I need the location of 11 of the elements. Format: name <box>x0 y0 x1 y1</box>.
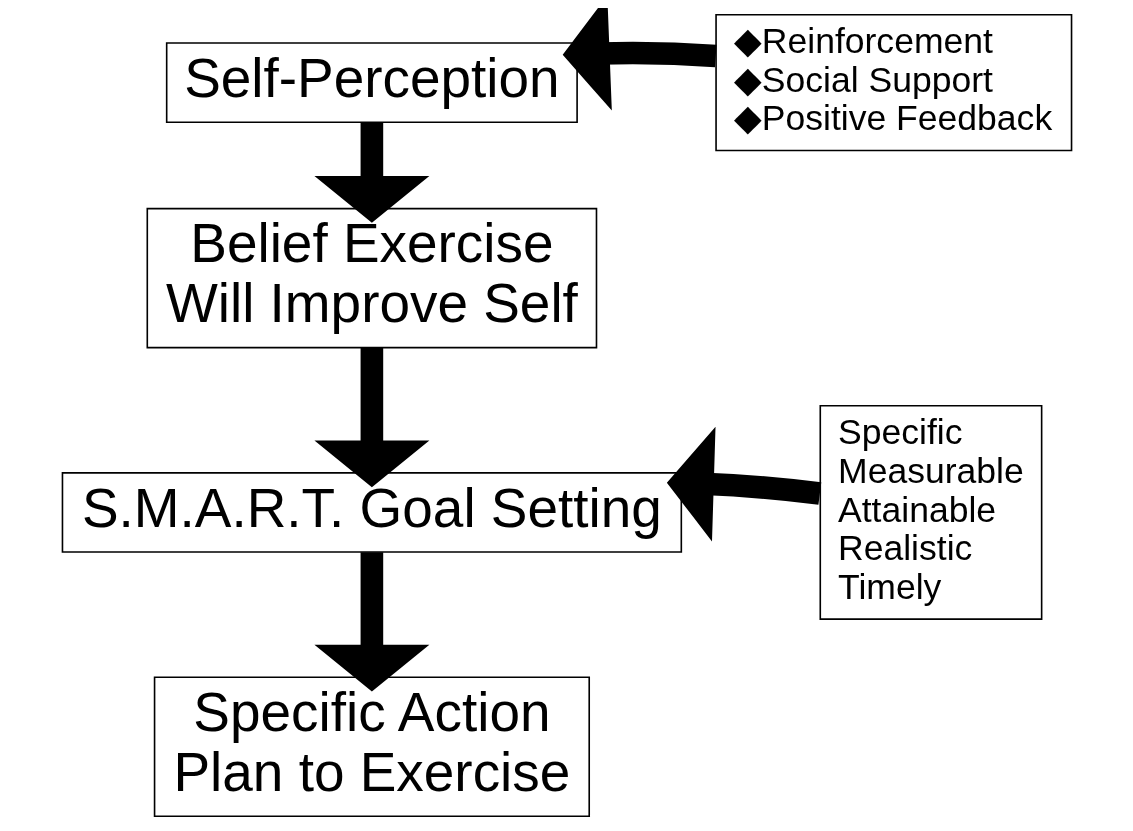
node-box: Self-Perception <box>165 42 578 124</box>
arrow <box>313 122 429 223</box>
arrow <box>562 8 717 111</box>
node-box: Specific Action Plan to Exercise <box>153 676 590 818</box>
arrow <box>313 552 429 692</box>
arrow <box>313 347 429 488</box>
node-box: Specific Measurable Attainable Realistic Timely <box>818 405 1042 620</box>
node-box: S.M.A.R.T. Goal Setting <box>61 472 682 553</box>
node-box: Belief Exercise Will Improve Self <box>146 207 597 349</box>
arrow <box>666 426 821 542</box>
node-box: ◆Reinforcement ◆Social Support ◆Positive Feedback <box>714 13 1072 152</box>
